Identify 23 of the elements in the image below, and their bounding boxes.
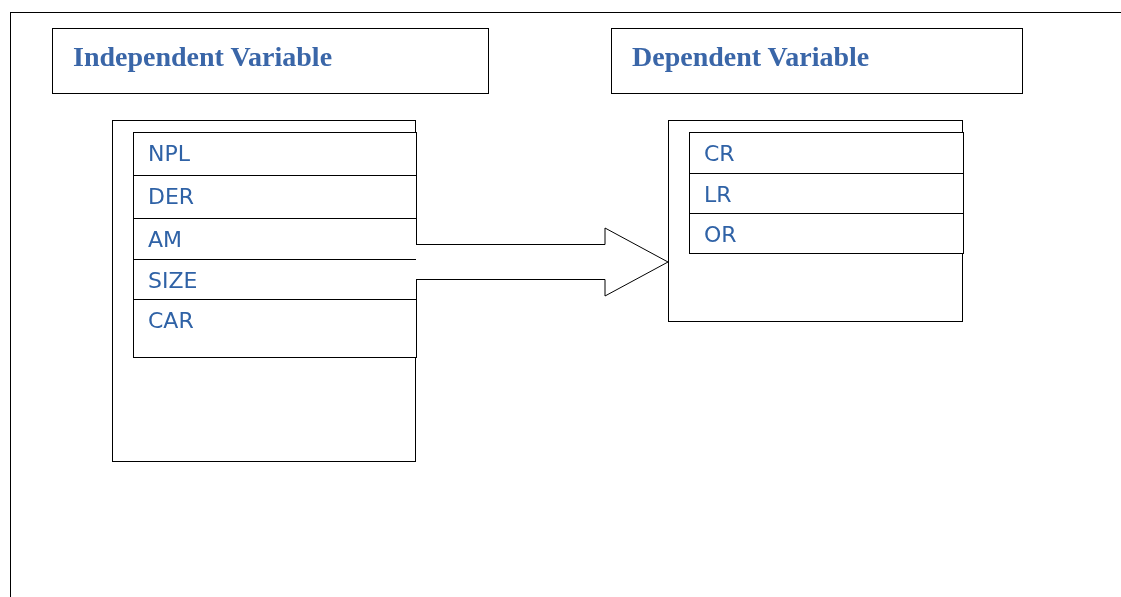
- heading-box: [611, 28, 1023, 94]
- variable-label: NPL: [148, 141, 190, 166]
- heading-box: [52, 28, 489, 94]
- group-box: [668, 120, 963, 322]
- variable-row: [133, 299, 417, 358]
- variable-label: CR: [704, 141, 735, 166]
- variable-label: DER: [148, 184, 195, 209]
- variable-row: [689, 132, 964, 174]
- block-arrow: [415, 227, 669, 297]
- heading-text: Independent Variable: [73, 41, 333, 73]
- variable-label: SIZE: [148, 268, 198, 293]
- variable-row: [689, 173, 964, 214]
- variable-label: CAR: [148, 308, 194, 333]
- group-box: [112, 120, 416, 462]
- variable-row: [133, 175, 417, 219]
- heading-text: Dependent Variable: [632, 41, 870, 73]
- variable-row: [133, 132, 417, 176]
- variable-label: OR: [704, 222, 737, 247]
- variable-row: [133, 259, 417, 300]
- variable-row: [689, 213, 964, 254]
- variable-label: AM: [148, 227, 183, 252]
- variable-label: LR: [704, 182, 732, 207]
- variable-row: [133, 218, 417, 260]
